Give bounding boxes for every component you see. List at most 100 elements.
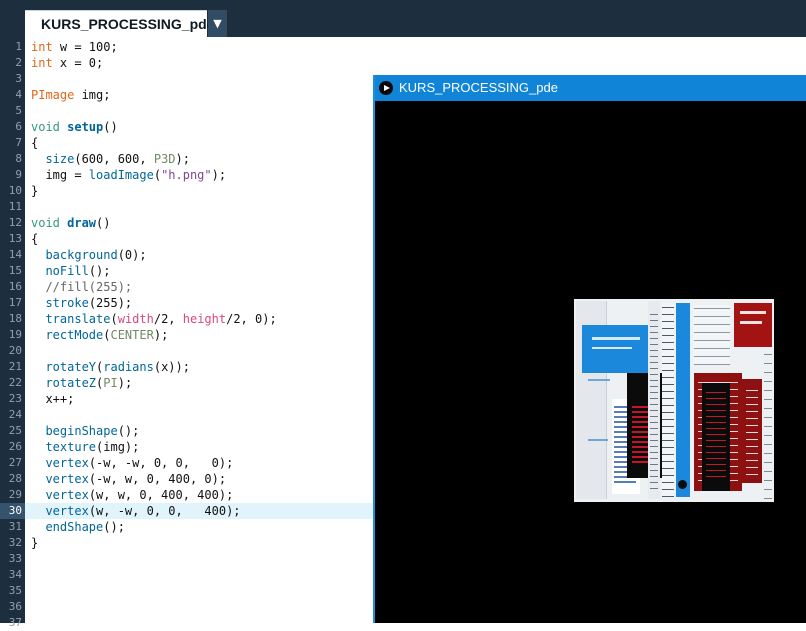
line-number: 2 <box>15 56 22 69</box>
code-token: setup <box>67 120 104 134</box>
code-line[interactable]: PImage img; <box>25 87 806 103</box>
code-token <box>31 440 45 454</box>
code-token: size <box>45 152 75 166</box>
code-line[interactable]: int w = 100; <box>25 39 806 55</box>
code-line[interactable]: stroke(255); <box>25 295 806 311</box>
editor-tab-bar: KURS_PROCESSING_pde ▼ <box>0 0 806 37</box>
line-number: 23 <box>8 392 22 405</box>
line-number: 19 <box>8 328 22 341</box>
code-line[interactable]: vertex(w, w, 0, 400, 400); <box>25 487 806 503</box>
code-token: loadImage <box>88 168 154 182</box>
code-text: rotateY(radians(x)); <box>31 359 190 375</box>
code-token <box>31 248 45 262</box>
code-line[interactable]: endShape(); <box>25 519 806 535</box>
code-text: img = loadImage("h.png"); <box>31 167 226 183</box>
code-line[interactable]: vertex(-w, -w, 0, 0, 0); <box>25 455 806 471</box>
line-number: 30 <box>0 503 25 519</box>
code-token: P3D <box>153 152 176 166</box>
code-token <box>31 504 45 518</box>
code-line[interactable]: void draw() <box>25 215 806 231</box>
code-line[interactable]: rectMode(CENTER); <box>25 327 806 343</box>
code-text: vertex(w, -w, 0, 0, 400); <box>31 503 241 519</box>
code-token: texture <box>45 440 97 454</box>
code-token: ( <box>153 168 162 182</box>
code-text: { <box>31 231 38 247</box>
code-line[interactable]: } <box>25 183 806 199</box>
code-line[interactable]: background(0); <box>25 247 806 263</box>
editor-tab[interactable]: KURS_PROCESSING_pde <box>25 10 214 37</box>
code-token: (600, 600, <box>74 152 154 166</box>
code-line[interactable]: beginShape(); <box>25 423 806 439</box>
line-number: 20 <box>8 344 22 357</box>
editor-tab-label: KURS_PROCESSING_pde <box>41 16 215 32</box>
code-token: { <box>31 136 39 150</box>
sketch-window[interactable]: KURS_PROCESSING_pde <box>373 75 806 623</box>
line-number: 26 <box>8 440 22 453</box>
code-token: x++; <box>31 392 75 406</box>
code-token: img = <box>31 168 89 182</box>
code-token <box>31 520 45 534</box>
code-line[interactable]: //fill(255); <box>25 279 806 295</box>
code-text: background(0); <box>31 247 147 263</box>
code-line[interactable]: rotateY(radians(x)); <box>25 359 806 375</box>
line-number: 28 <box>8 472 22 485</box>
code-token: beginShape <box>45 424 118 438</box>
code-token: background <box>45 248 118 262</box>
code-token: rotateY <box>45 360 97 374</box>
code-token: ( <box>103 328 111 342</box>
code-token: /2, 0); <box>226 312 277 326</box>
code-text: int x = 0; <box>31 55 103 71</box>
line-number: 36 <box>8 600 22 613</box>
code-line[interactable]: texture(img); <box>25 439 806 455</box>
code-line[interactable]: img = loadImage("h.png"); <box>25 167 806 183</box>
tab-menu-button[interactable]: ▼ <box>208 10 227 37</box>
code-token: CENTER <box>110 328 154 342</box>
play-icon <box>379 81 393 95</box>
code-text: vertex(-w, -w, 0, 0, 0); <box>31 455 233 471</box>
code-token: endShape <box>45 520 104 534</box>
code-token: stroke <box>45 296 89 310</box>
code-line[interactable]: translate(width/2, height/2, 0); <box>25 311 806 327</box>
sketch-window-title: KURS_PROCESSING_pde <box>399 80 558 95</box>
code-line[interactable]: { <box>25 135 806 151</box>
sketch-window-titlebar[interactable]: KURS_PROCESSING_pde <box>375 75 806 101</box>
code-token: (); <box>103 520 125 534</box>
code-text: } <box>31 535 38 551</box>
code-token <box>31 280 45 294</box>
line-number: 24 <box>8 408 22 421</box>
code-token: rotateZ <box>45 376 97 390</box>
code-token: (255); <box>88 296 133 310</box>
code-text: PImage img; <box>31 87 110 103</box>
code-token: (0); <box>117 248 147 262</box>
code-line[interactable]: size(600, 600, P3D); <box>25 151 806 167</box>
code-line[interactable]: } <box>25 535 806 551</box>
code-token <box>31 472 45 486</box>
code-line[interactable]: void setup() <box>25 119 806 135</box>
code-token: { <box>31 232 39 246</box>
line-number: 27 <box>8 456 22 469</box>
code-text: } <box>31 183 38 199</box>
code-token: ); <box>175 152 190 166</box>
code-line[interactable]: x++; <box>25 391 806 407</box>
code-token: noFill <box>45 264 89 278</box>
code-line[interactable]: rotateZ(PI); <box>25 375 806 391</box>
code-line[interactable]: { <box>25 231 806 247</box>
code-token: (w, w, 0, 400, 400); <box>88 488 234 502</box>
line-number: 18 <box>8 312 22 325</box>
code-token: /2, <box>153 312 183 326</box>
line-number: 9 <box>15 168 22 181</box>
code-token <box>31 488 45 502</box>
code-token: vertex <box>45 488 89 502</box>
code-token: //fill(255); <box>45 280 133 294</box>
line-number: 37 <box>8 616 22 629</box>
code-line[interactable]: int x = 0; <box>25 55 806 71</box>
line-number: 11 <box>8 200 22 213</box>
code-token: void <box>31 120 68 134</box>
code-token: ); <box>117 376 133 390</box>
code-line[interactable]: vertex(-w, w, 0, 400, 0); <box>25 471 806 487</box>
code-token: (w, -w, 0, 0, 400); <box>88 504 241 518</box>
code-text: size(600, 600, P3D); <box>31 151 190 167</box>
line-number: 12 <box>8 216 22 229</box>
code-line[interactable]: noFill(); <box>25 263 806 279</box>
